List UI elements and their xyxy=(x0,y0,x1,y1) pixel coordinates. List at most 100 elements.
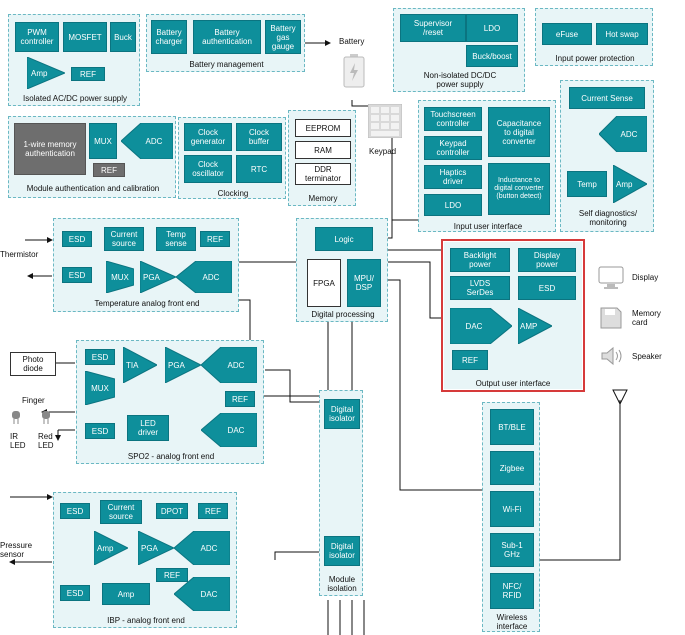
amp-block: Amp xyxy=(102,583,150,605)
esd-block: ESD xyxy=(518,276,576,300)
memory-title: Memory xyxy=(308,194,338,203)
input-ui-title: Input user interface xyxy=(453,222,523,231)
mosfet-block: MOSFET xyxy=(63,22,107,52)
tia-triangle: TIA xyxy=(123,347,157,383)
adc-triangle: ADC xyxy=(176,261,232,293)
ibp-afe-title: IBP - analog front end xyxy=(107,616,185,625)
battery-icon xyxy=(343,54,365,88)
sub1ghz-block: Sub-1 GHz xyxy=(490,533,534,567)
keypad-label: Keypad xyxy=(369,147,397,156)
ref-block: REF xyxy=(156,568,188,582)
thermistor-label: Thermistor xyxy=(0,250,39,259)
clocking-title: Clocking xyxy=(217,189,249,198)
inductance-to-digital-block: Inductance to digital converter (button … xyxy=(488,163,550,215)
speaker-icon xyxy=(600,346,624,366)
esd-block: ESD xyxy=(62,267,92,283)
zigbee-block: Zigbee xyxy=(490,451,534,485)
spo2-afe-panel: ESD MUX TIA PGA ADC REF ESD LED driver D… xyxy=(76,340,264,464)
ir-led-icon xyxy=(11,410,21,424)
current-source-block: Current source xyxy=(104,227,144,251)
ref-block: REF xyxy=(200,231,230,247)
logic-block: Logic xyxy=(315,227,373,251)
ir-led-label: IR LED xyxy=(10,432,26,450)
clocking-panel: Clock generator Clock buffer Clock oscil… xyxy=(178,117,286,199)
module-auth-title: Module authentication and calibration xyxy=(26,184,160,193)
memory-card-icon xyxy=(599,306,623,330)
buck-block: Buck xyxy=(110,22,136,52)
onewire-memory-block: 1-wire memory authentication xyxy=(14,123,86,175)
dac-triangle: DAC xyxy=(201,413,257,447)
amp-triangle: Amp xyxy=(613,165,647,203)
adc-triangle: ADC xyxy=(121,123,173,159)
isolated-acdc-panel: PWM controller MOSFET Buck Amp REF Isola… xyxy=(8,14,140,106)
digital-isolator-block: Digital isolator xyxy=(324,399,360,429)
wireless-panel: BT/BLE Zigbee Wi-Fi Sub-1 GHz NFC/ RFID … xyxy=(482,402,540,632)
adc-triangle: ADC xyxy=(599,116,647,152)
ram-block: RAM xyxy=(295,141,351,159)
esd-block: ESD xyxy=(85,349,115,365)
efuse-block: eFuse xyxy=(542,23,592,45)
ddr-terminator-block: DDR terminator xyxy=(295,163,351,185)
lvds-serdes-block: LVDS SerDes xyxy=(450,276,510,300)
wifi-block: Wi-Fi xyxy=(490,491,534,527)
temp-sense-block: Temp sense xyxy=(156,227,196,251)
output-ui-highlight xyxy=(441,239,585,392)
amp-triangle: AMP xyxy=(518,308,552,344)
digital-processing-title: Digital processing xyxy=(311,310,375,319)
led-driver-block: LED driver xyxy=(127,415,169,441)
red-led-icon xyxy=(41,410,51,424)
keypad-controller-block: Keypad controller xyxy=(424,136,482,160)
adc-triangle: ADC xyxy=(201,347,257,383)
clock-oscillator-block: Clock oscillator xyxy=(184,155,232,183)
wireless-title: Wireless interface xyxy=(496,613,528,631)
self-diagnostics-title: Self diagnostics/ monitoring xyxy=(578,209,638,227)
spo2-afe-title: SPO2 - analog front end xyxy=(127,452,215,461)
eeprom-block: EEPROM xyxy=(295,119,351,137)
input-power-protection-panel: eFuse Hot swap Input power protection xyxy=(535,8,653,66)
input-ui-panel: Touchscreen controller Capacitance to di… xyxy=(418,100,556,232)
isolated-acdc-title: Isolated AC/DC power supply xyxy=(22,94,128,103)
ref-block: REF xyxy=(452,350,488,370)
amp-triangle: Amp xyxy=(27,57,65,89)
battery-charger-block: Battery charger xyxy=(151,20,187,54)
ref-block: REF xyxy=(198,503,228,519)
pga-triangle: PGA xyxy=(138,531,174,565)
battery-management-title: Battery management xyxy=(189,60,264,69)
ref-block: REF xyxy=(71,67,105,81)
esd-block: ESD xyxy=(85,423,115,439)
amp-triangle: Amp xyxy=(94,531,128,565)
keypad-icon xyxy=(367,103,403,139)
ibp-afe-panel: ESD Current source DPOT REF Amp PGA ADC … xyxy=(53,492,237,628)
digital-isolator-block: Digital isolator xyxy=(324,536,360,566)
display-icon xyxy=(598,266,624,290)
buck-boost-block: Buck/boost xyxy=(466,45,518,67)
esd-block: ESD xyxy=(60,585,90,601)
mux-triangle: MUX xyxy=(85,371,115,405)
ref-block: REF xyxy=(93,163,125,177)
bt-ble-block: BT/BLE xyxy=(490,409,534,445)
battery-gas-gauge-block: Battery gas gauge xyxy=(265,20,301,54)
supervisor-reset-block: Supervisor /reset xyxy=(400,14,466,42)
fpga-block: FPGA xyxy=(307,259,341,307)
pga-triangle: PGA xyxy=(165,347,201,383)
digital-processing-panel: Logic FPGA MPU/ DSP Digital processing xyxy=(296,218,388,322)
temperature-afe-title: Temperature analog front end xyxy=(94,299,200,308)
backlight-power-block: Backlight power xyxy=(450,248,510,272)
output-ui-panel: Backlight power Display power LVDS SerDe… xyxy=(444,242,582,389)
self-diagnostics-panel: Current Sense ADC Temp Amp Self diagnost… xyxy=(560,80,654,232)
battery-authentication-block: Battery authentication xyxy=(193,20,261,54)
rtc-block: RTC xyxy=(236,155,282,183)
mux-triangle: MUX xyxy=(106,261,134,293)
temperature-afe-panel: ESD Current source Temp sense REF ESD MU… xyxy=(53,218,239,312)
esd-block: ESD xyxy=(62,231,92,247)
adc-triangle: ADC xyxy=(174,531,230,565)
ldo-block: LDO xyxy=(466,14,518,42)
module-isolation-title: Module isolation xyxy=(327,575,357,593)
clock-buffer-block: Clock buffer xyxy=(236,123,282,151)
speaker-label: Speaker xyxy=(632,352,662,361)
display-power-block: Display power xyxy=(518,248,576,272)
mux-block: MUX xyxy=(89,123,117,159)
esd-block: ESD xyxy=(60,503,90,519)
nonisolated-dcdc-panel: Supervisor /reset LDO Buck/boost Non-iso… xyxy=(393,8,525,92)
output-ui-title: Output user interface xyxy=(475,379,551,388)
